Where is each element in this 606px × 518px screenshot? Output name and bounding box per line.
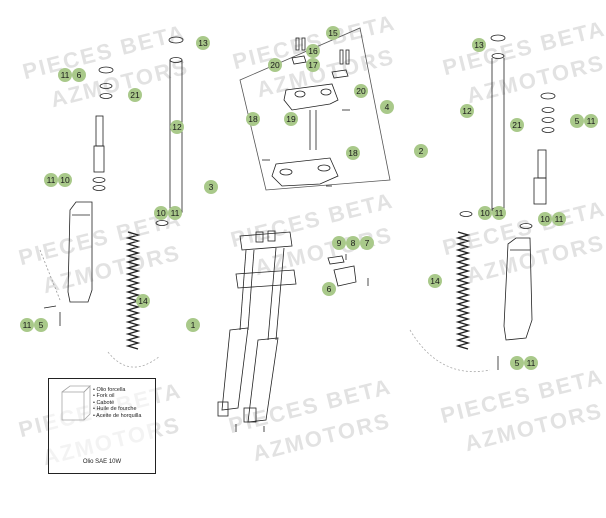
- assembled-fork: [217, 230, 297, 432]
- right-inner-tube: [459, 34, 506, 217]
- oil-legend: • Olio forcella • Fork oil • Caboté • Hu…: [93, 387, 141, 419]
- callout-17[interactable]: 17: [306, 58, 320, 72]
- callout-15[interactable]: 15: [326, 26, 340, 40]
- callout-11[interactable]: 11: [168, 206, 182, 220]
- left-cap-parts: [98, 66, 114, 99]
- left-bolt: [43, 305, 57, 309]
- triple-clamp-group: [239, 27, 391, 191]
- left-damper-rod: [92, 115, 106, 191]
- callout-4[interactable]: 4: [380, 100, 394, 114]
- left-inner-tube: [155, 36, 184, 226]
- right-outer-tube: [503, 237, 533, 341]
- callout-5[interactable]: 5: [34, 318, 48, 332]
- callout-3[interactable]: 3: [204, 180, 218, 194]
- left-spring: [125, 231, 141, 350]
- callout-12[interactable]: 12: [170, 120, 184, 134]
- callout-13[interactable]: 13: [196, 36, 210, 50]
- callout-9[interactable]: 9: [332, 236, 346, 250]
- callout-20[interactable]: 20: [354, 84, 368, 98]
- callout-18[interactable]: 18: [246, 112, 260, 126]
- callout-10[interactable]: 10: [478, 206, 492, 220]
- callout-20[interactable]: 20: [268, 58, 282, 72]
- callout-12[interactable]: 12: [460, 104, 474, 118]
- callout-1[interactable]: 1: [186, 318, 200, 332]
- right-cap-parts: [540, 92, 556, 133]
- oil-caption: Olio SAE 10W: [82, 459, 122, 465]
- callout-13[interactable]: 13: [472, 38, 486, 52]
- oil-legend-line: • Aceite de horquilla: [93, 412, 142, 419]
- oil-info-box: • Olio forcella • Fork oil • Caboté • Hu…: [48, 378, 156, 474]
- right-damper-rod: [519, 149, 547, 229]
- callout-5[interactable]: 5: [510, 356, 524, 370]
- oil-legend-line: • Olio forcella: [93, 387, 126, 393]
- callout-18[interactable]: 18: [346, 146, 360, 160]
- callout-2[interactable]: 2: [414, 144, 428, 158]
- callout-11[interactable]: 11: [58, 68, 72, 82]
- callout-16[interactable]: 16: [306, 44, 320, 58]
- callout-8[interactable]: 8: [346, 236, 360, 250]
- callout-11[interactable]: 11: [584, 114, 598, 128]
- left-outer-tube: [67, 201, 93, 303]
- callout-11[interactable]: 11: [492, 206, 506, 220]
- callout-6[interactable]: 6: [72, 68, 86, 82]
- callout-11[interactable]: 11: [524, 356, 538, 370]
- oil-legend-line: • Huile de fourche: [93, 406, 137, 413]
- oil-legend-line: • Caboté: [93, 399, 115, 406]
- oil-legend-line: • Fork oil: [93, 393, 115, 400]
- callout-14[interactable]: 14: [428, 274, 442, 288]
- callout-21[interactable]: 21: [128, 88, 142, 102]
- callout-10[interactable]: 10: [538, 212, 552, 226]
- callout-10[interactable]: 10: [58, 173, 72, 187]
- callout-10[interactable]: 10: [154, 206, 168, 220]
- callout-14[interactable]: 14: [136, 294, 150, 308]
- callout-11[interactable]: 11: [552, 212, 566, 226]
- callout-21[interactable]: 21: [510, 118, 524, 132]
- right-spring: [455, 231, 471, 350]
- callout-7[interactable]: 7: [360, 236, 374, 250]
- small-clamp-parts: [327, 254, 369, 287]
- callout-5[interactable]: 5: [570, 114, 584, 128]
- callout-6[interactable]: 6: [322, 282, 336, 296]
- callout-19[interactable]: 19: [284, 112, 298, 126]
- callout-11[interactable]: 11: [20, 318, 34, 332]
- callout-11[interactable]: 11: [44, 173, 58, 187]
